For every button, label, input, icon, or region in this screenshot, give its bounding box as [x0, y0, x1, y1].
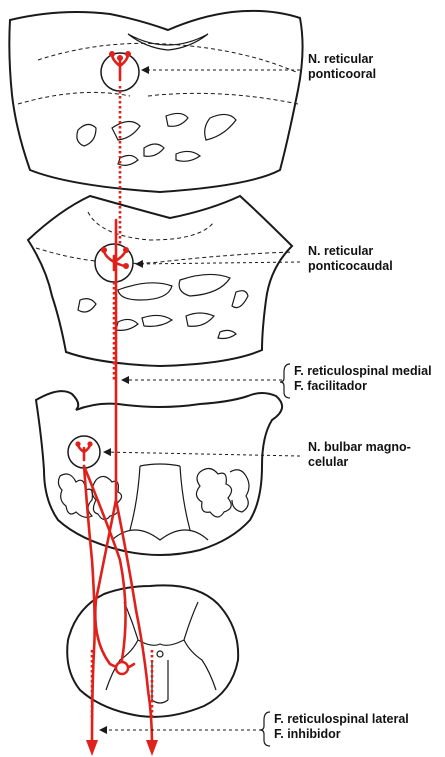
medial-tract-label-line2: F. facilitador: [294, 379, 432, 394]
pontine-oral-label-line2: ponticooral: [308, 67, 376, 82]
lateral-tract-label: F. reticulospinal lateral F. inhibidor: [274, 712, 409, 742]
pontine-caudal-label-line2: ponticocaudal: [308, 259, 393, 274]
medulla-section: [36, 391, 282, 555]
medial-tract-label-line1: F. reticulospinal medial: [294, 364, 432, 379]
lateral-tract-label-line2: F. inhibidor: [274, 727, 409, 742]
pontine-caudal-label-line1: N. reticular: [308, 244, 393, 259]
pontine-caudal-label: N. reticular ponticocaudal: [308, 244, 393, 274]
lower-pons-section: [28, 196, 292, 366]
upper-pons-section: [9, 11, 302, 192]
lateral-tract-label-line1: F. reticulospinal lateral: [274, 712, 409, 727]
medial-tract-label: F. reticulospinal medial F. facilitador: [294, 364, 432, 394]
bulbar-label-line1: N. bulbar magno-: [308, 440, 411, 455]
pontine-oral-label-line1: N. reticular: [308, 52, 376, 67]
pontine-oral-label: N. reticular ponticooral: [308, 52, 376, 82]
bulbar-label-line2: celular: [308, 455, 411, 470]
bulbar-label: N. bulbar magno- celular: [308, 440, 411, 470]
